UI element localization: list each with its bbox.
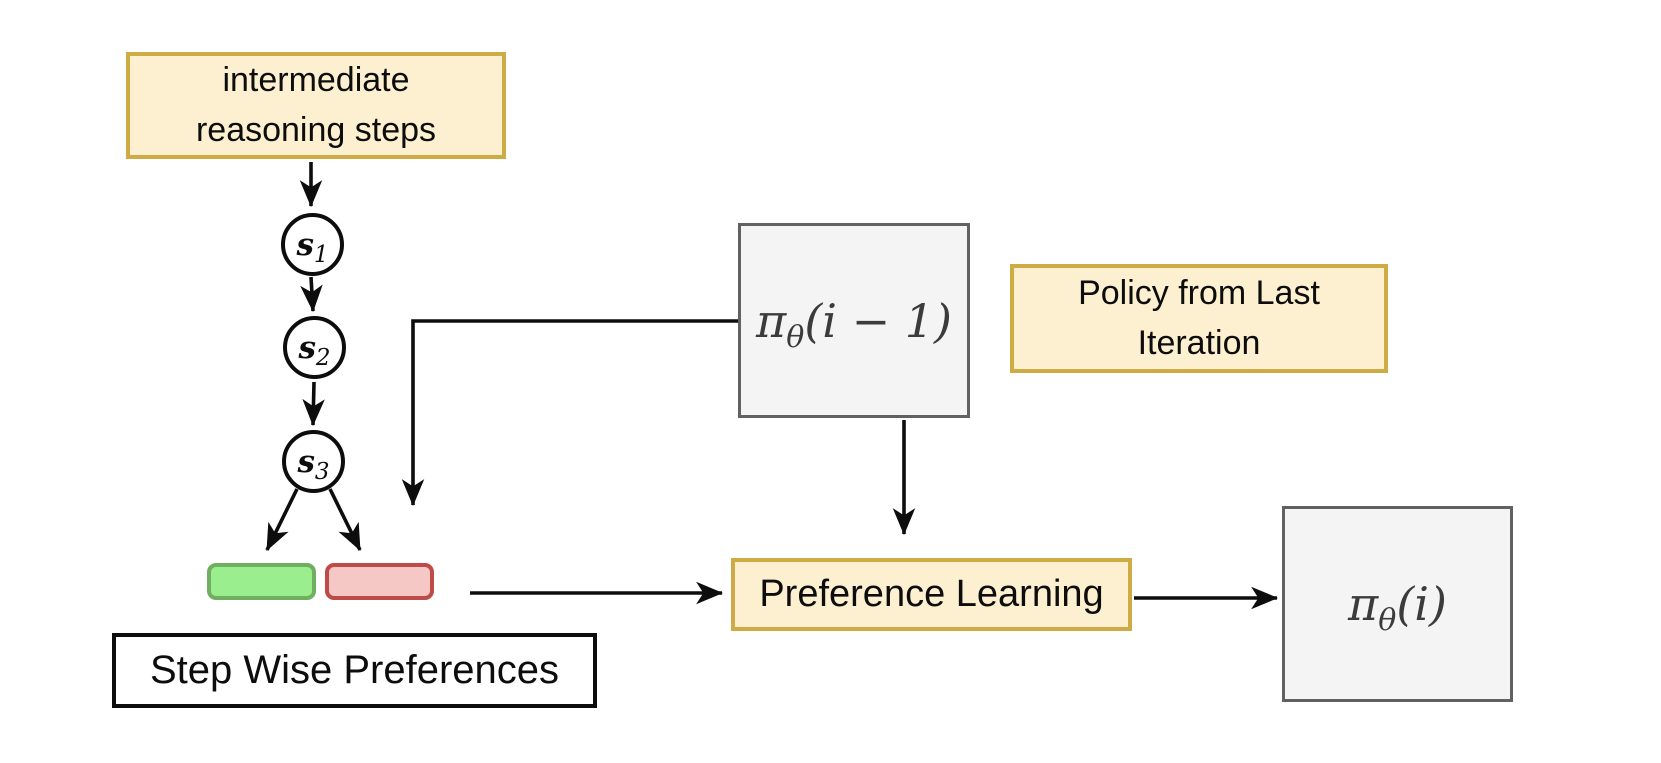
step-s1-label: s1: [296, 226, 329, 268]
intermediate-line-2: reasoning steps: [195, 110, 437, 149]
policy-new-formula: πθ(i): [1348, 577, 1447, 639]
step-node-s2: s2: [283, 316, 346, 379]
step-node-s3: s3: [282, 430, 345, 493]
policy-caption-line-2: Iteration: [1137, 323, 1261, 362]
preference-learning-box: Preference Learning: [731, 558, 1132, 631]
policy-prev-box: πθ(i − 1): [738, 223, 970, 418]
step-s2-label: s2: [298, 329, 331, 371]
policy-prev-formula: πθ(i − 1): [756, 293, 952, 355]
policy-caption-line-1: Policy from Last: [1078, 274, 1320, 313]
step-wise-preferences-box: Step Wise Preferences: [112, 633, 597, 708]
policy-prev-caption-label: Policy from Last Iteration: [1078, 269, 1320, 368]
intermediate-reasoning-steps-box: intermediate reasoning steps: [126, 52, 506, 159]
arrow-s3-to-good-chunk: [265, 488, 299, 552]
step-node-s1: s1: [281, 213, 344, 276]
step-s3-label: s3: [297, 443, 330, 485]
policy-new-box: πθ(i): [1282, 506, 1513, 702]
intermediate-line-1: intermediate: [222, 61, 410, 100]
arrow-policy-prev-to-chunks: [401, 319, 738, 507]
step-wise-preferences-label: Step Wise Preferences: [149, 648, 560, 692]
policy-prev-caption-box: Policy from Last Iteration: [1010, 264, 1388, 373]
arrow-s3-to-bad-chunk: [328, 488, 362, 552]
preferred-step-chunk: [207, 563, 316, 600]
preference-learning-label: Preference Learning: [759, 572, 1104, 615]
arrow-s2-to-s3: [302, 381, 325, 427]
intermediate-reasoning-steps-label: intermediate reasoning steps: [196, 56, 436, 155]
rejected-step-chunk: [325, 563, 434, 600]
arrow-s1-to-s2: [300, 276, 323, 313]
